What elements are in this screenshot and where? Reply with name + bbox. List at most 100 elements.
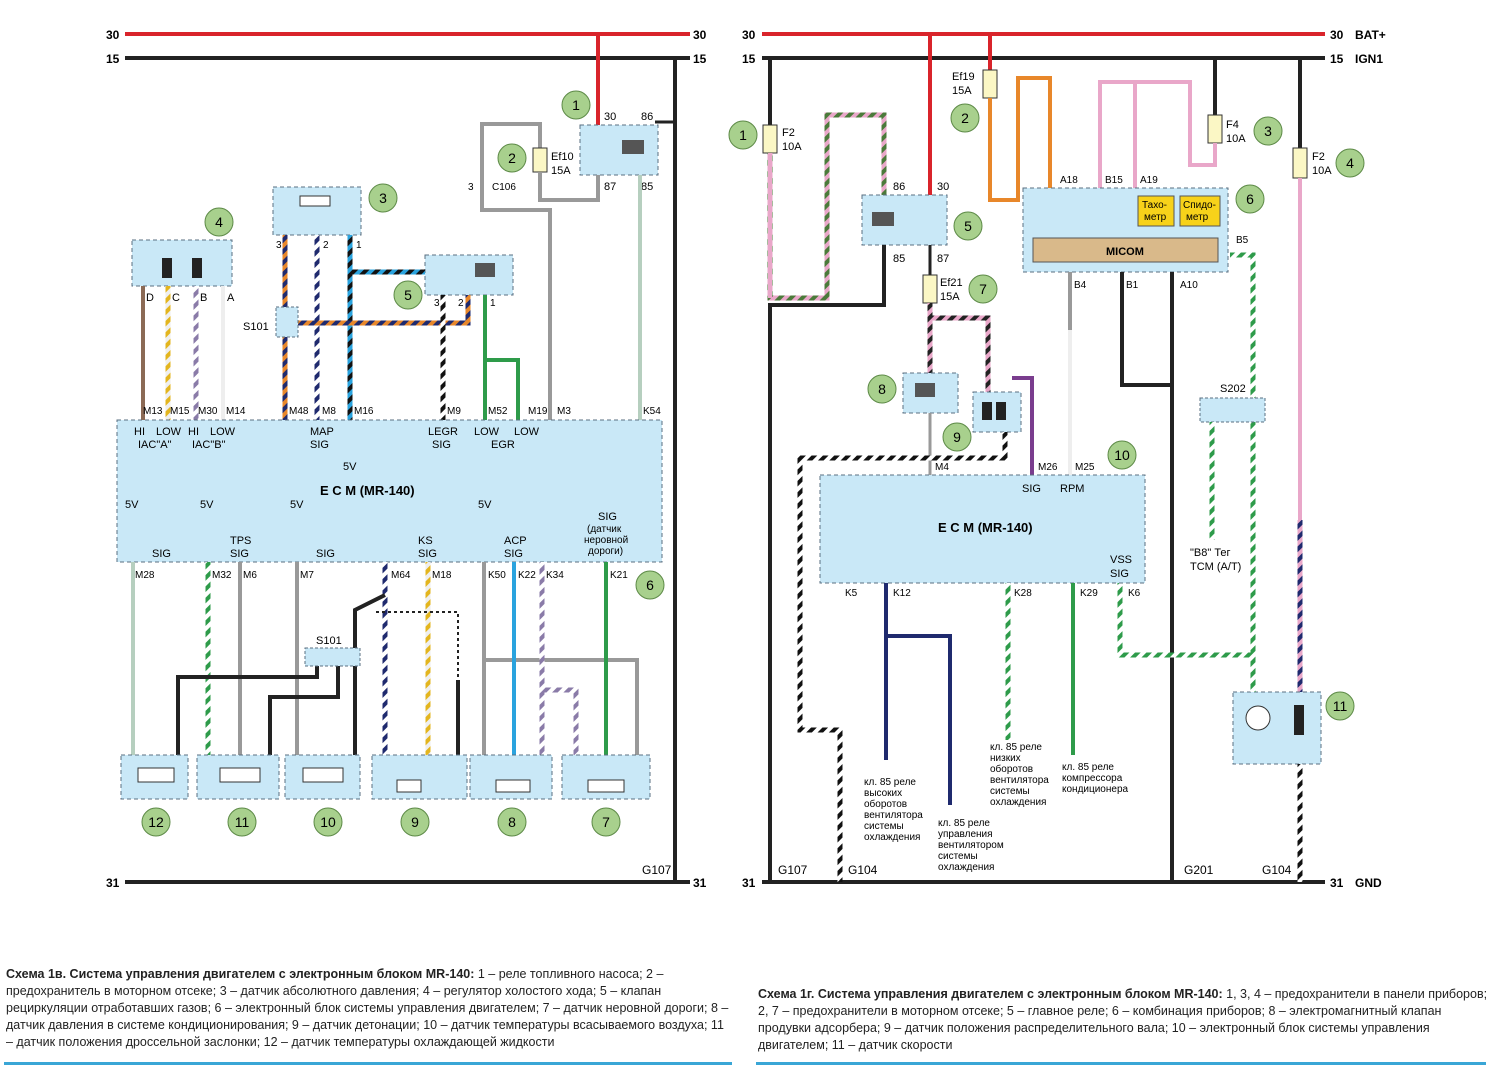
svg-text:D: D xyxy=(146,292,154,304)
svg-text:2: 2 xyxy=(508,150,516,166)
svg-text:SIG: SIG xyxy=(598,511,617,523)
svg-text:10A: 10A xyxy=(782,141,802,153)
right-callout-8: 8 xyxy=(867,374,897,404)
svg-text:3: 3 xyxy=(434,298,440,309)
svg-text:вентилятора: вентилятора xyxy=(990,775,1049,786)
right-callout-2: 2 xyxy=(950,103,980,133)
svg-text:охлаждения: охлаждения xyxy=(864,832,920,843)
tcm-label-1: "B8" Тег xyxy=(1190,547,1231,559)
svg-text:10A: 10A xyxy=(1312,165,1332,177)
svg-text:1: 1 xyxy=(739,127,747,143)
svg-text:87: 87 xyxy=(604,181,616,193)
svg-text:4: 4 xyxy=(215,214,223,230)
svg-text:B5: B5 xyxy=(1236,235,1249,246)
svg-text:M52: M52 xyxy=(488,406,508,417)
svg-text:K54: K54 xyxy=(643,406,661,417)
svg-text:8: 8 xyxy=(508,814,516,830)
svg-text:7: 7 xyxy=(979,281,987,297)
svg-text:11: 11 xyxy=(235,814,250,830)
svg-text:LEGR: LEGR xyxy=(428,426,458,438)
svg-text:M15: M15 xyxy=(170,406,190,417)
svg-text:S101: S101 xyxy=(243,321,269,333)
svg-text:SIG: SIG xyxy=(310,439,329,451)
right-schematic: 30 15 31 30 15 31 BAT+ IGN1 GND G107 G10… xyxy=(742,28,1386,890)
svg-text:3: 3 xyxy=(379,190,387,206)
svg-text:вентилятором: вентилятором xyxy=(938,840,1004,851)
svg-text:K21: K21 xyxy=(610,570,628,581)
svg-text:кл. 85 реле: кл. 85 реле xyxy=(990,742,1042,753)
svg-text:F2: F2 xyxy=(782,127,795,139)
splice-s202 xyxy=(1199,397,1266,423)
fuse-ef10-name: Ef10 xyxy=(551,151,574,163)
svg-text:5V: 5V xyxy=(478,499,492,511)
svg-text:85: 85 xyxy=(641,181,653,193)
svg-text:LOW: LOW xyxy=(514,426,540,438)
right-callout-11: 11 xyxy=(1325,691,1355,721)
svg-text:4: 4 xyxy=(1346,155,1354,171)
micom-label: MICOM xyxy=(1106,246,1144,258)
svg-text:C: C xyxy=(172,292,180,304)
svg-text:высоких: высоких xyxy=(864,788,902,799)
svg-text:TPS: TPS xyxy=(230,535,251,547)
ign-label: IGN1 xyxy=(1355,52,1383,66)
bus-30-label: 30 xyxy=(106,28,120,42)
svg-text:S202: S202 xyxy=(1220,383,1246,395)
svg-text:M16: M16 xyxy=(354,406,374,417)
svg-text:C106: C106 xyxy=(492,182,516,193)
left-callout-2: 2 xyxy=(497,143,527,173)
svg-text:SIG: SIG xyxy=(418,548,437,560)
svg-text:2: 2 xyxy=(458,298,464,309)
left-callout-9: 9 xyxy=(400,807,430,837)
svg-text:86: 86 xyxy=(893,181,905,193)
map-sensor xyxy=(272,186,362,236)
svg-text:86: 86 xyxy=(641,111,653,123)
svg-text:SIG: SIG xyxy=(504,548,523,560)
svg-text:K6: K6 xyxy=(1128,588,1141,599)
caption-right-body: 1, 3, 4 – предохранители в панели прибор… xyxy=(758,987,1488,1052)
svg-text:B15: B15 xyxy=(1105,175,1123,186)
svg-text:LOW: LOW xyxy=(474,426,500,438)
ecm-left-label: E C M (MR-140) xyxy=(320,483,415,498)
svg-text:A19: A19 xyxy=(1140,175,1158,186)
svg-text:системы: системы xyxy=(938,851,978,862)
svg-text:F2: F2 xyxy=(1312,151,1325,163)
bus-31-label-end: 31 xyxy=(693,876,707,890)
right-callout-6: 6 xyxy=(1235,184,1265,214)
svg-text:A18: A18 xyxy=(1060,175,1078,186)
svg-text:K50: K50 xyxy=(488,570,506,581)
svg-text:31: 31 xyxy=(742,876,756,890)
svg-text:15A: 15A xyxy=(952,85,972,97)
svg-text:SIG: SIG xyxy=(152,548,171,560)
svg-text:9: 9 xyxy=(953,429,961,445)
svg-text:30: 30 xyxy=(604,111,616,123)
svg-text:компрессора: компрессора xyxy=(1062,773,1123,784)
egr-valve xyxy=(424,254,514,296)
svg-text:5V: 5V xyxy=(343,461,357,473)
splice-s101-lower xyxy=(304,647,361,667)
left-callout-5: 5 xyxy=(393,280,423,310)
svg-text:B4: B4 xyxy=(1074,280,1087,291)
svg-text:6: 6 xyxy=(646,577,654,593)
svg-text:VSS: VSS xyxy=(1110,554,1132,566)
svg-text:оборотов: оборотов xyxy=(990,763,1033,775)
svg-text:K22: K22 xyxy=(518,570,536,581)
ecm-left xyxy=(116,419,663,563)
caption-right: Схема 1г. Система управления двигателем … xyxy=(758,986,1488,1054)
svg-text:7: 7 xyxy=(602,814,610,830)
svg-text:RPM: RPM xyxy=(1060,483,1084,495)
svg-text:Тахо-: Тахо- xyxy=(1142,200,1167,211)
svg-text:охлаждения: охлаждения xyxy=(938,862,994,873)
svg-text:кл. 85 реле: кл. 85 реле xyxy=(938,818,990,829)
fuel-pump-relay xyxy=(579,124,659,176)
right-callout-3: 3 xyxy=(1253,116,1283,146)
svg-text:F4: F4 xyxy=(1226,119,1239,131)
svg-text:30: 30 xyxy=(937,181,949,193)
svg-text:10: 10 xyxy=(320,814,336,830)
svg-text:M25: M25 xyxy=(1075,462,1095,473)
svg-text:управления: управления xyxy=(938,829,993,840)
svg-text:M6: M6 xyxy=(243,570,257,581)
svg-text:S101: S101 xyxy=(316,635,342,647)
caption-left-body: 1 – реле топливного насоса; 2 – предохра… xyxy=(6,967,729,1049)
svg-text:M13: M13 xyxy=(143,406,163,417)
